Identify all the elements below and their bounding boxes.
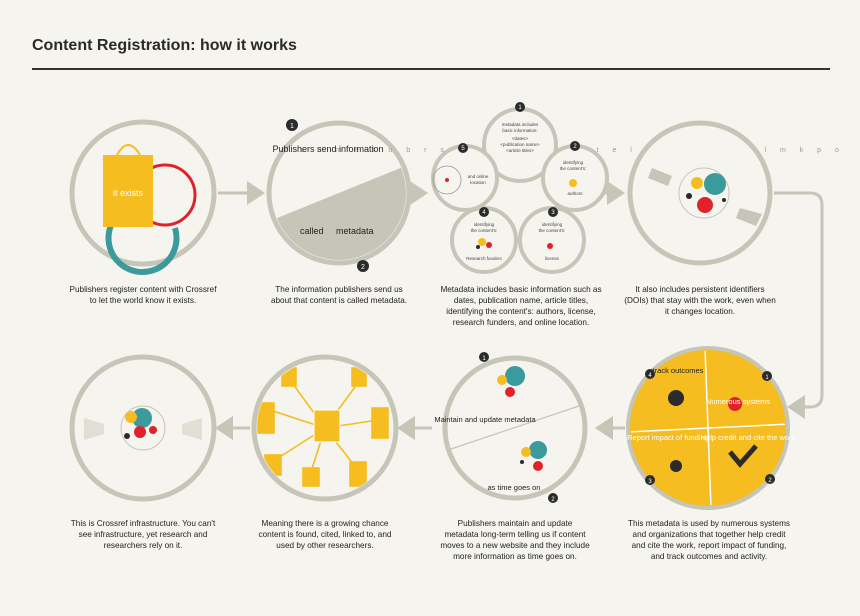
- step4-circle: [630, 123, 770, 263]
- q-track-outcomes: track outcomes: [653, 366, 704, 375]
- caption-step1: Publishers register content with Crossre…: [68, 284, 218, 306]
- caption-step4: It also includes persistent identifiers …: [624, 284, 776, 317]
- step7-circle: [254, 357, 396, 499]
- svg-text:the content's:: the content's:: [539, 228, 566, 233]
- svg-text:<publication name>: <publication name>: [500, 142, 540, 147]
- svg-text:Research funders: Research funders: [466, 256, 502, 261]
- svg-text:location: location: [470, 180, 486, 185]
- step2-top-label: Publishers send information: [272, 144, 383, 154]
- q-help-credit: Help credit and cite the work: [701, 433, 796, 442]
- step6-label-2: as time goes on: [488, 483, 541, 492]
- caption-step6: Publishers maintain and update metadata …: [440, 518, 590, 562]
- bubble-authors: [543, 146, 607, 210]
- q-report-impact: Report impact of funding: [627, 433, 709, 442]
- step2-metadata-label: metadata: [336, 226, 374, 236]
- svg-text:1: 1: [290, 123, 294, 130]
- svg-text:2: 2: [361, 264, 365, 271]
- svg-text:the content's:: the content's:: [471, 228, 498, 233]
- q-numerous-systems: Numerous systems: [706, 397, 770, 406]
- step6-label-1: Maintain and update metadata: [434, 415, 536, 424]
- step5-circle: track outcomes Numerous systems Report i…: [627, 348, 795, 508]
- caption-step3: Metadata includes basic information such…: [436, 284, 606, 328]
- svg-text:authors: authors: [567, 191, 583, 196]
- svg-text:identifying: identifying: [474, 222, 495, 227]
- svg-text:license: license: [545, 256, 560, 261]
- step1-label: it exists: [113, 188, 144, 198]
- caption-step7: Meaning there is a growing chance conten…: [250, 518, 400, 551]
- step3-bubbles: 1 metadata includes basic information: <…: [433, 102, 607, 272]
- svg-text:<dates>: <dates>: [512, 136, 529, 141]
- caption-step8: This is Crossref infrastructure. You can…: [66, 518, 220, 551]
- bubble-license: [520, 208, 584, 272]
- svg-text:basic information:: basic information:: [502, 128, 537, 133]
- svg-text:and online: and online: [468, 174, 489, 179]
- caption-step2: The information publishers send us about…: [264, 284, 414, 306]
- caption-step5: This metadata is used by numerous system…: [628, 518, 790, 562]
- step1-circle: it exists: [72, 122, 214, 272]
- svg-text:<article titles>: <article titles>: [506, 148, 534, 153]
- step6-circle: Maintain and update metadata as time goe…: [434, 352, 585, 503]
- step2-called-label: called: [300, 226, 324, 236]
- svg-text:identifying: identifying: [563, 160, 584, 165]
- svg-text:metadata includes: metadata includes: [502, 122, 539, 127]
- svg-text:the content's:: the content's:: [560, 166, 587, 171]
- svg-text:identifying: identifying: [542, 222, 563, 227]
- step8-circle: [72, 357, 214, 499]
- central-document-icon: [314, 410, 340, 442]
